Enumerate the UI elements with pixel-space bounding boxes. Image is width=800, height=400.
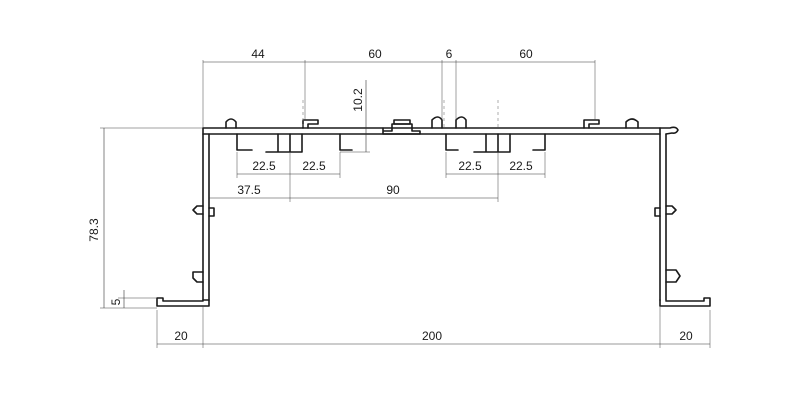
dim-5: 5 xyxy=(109,298,123,305)
dim-22-5-left-b: 22.5 xyxy=(302,159,326,173)
dim-90: 90 xyxy=(386,183,400,197)
center-bolt-head xyxy=(393,119,411,125)
right-wall-tab xyxy=(654,207,661,217)
clip-center-r xyxy=(455,116,467,129)
top-dimensions: 44 60 6 60 xyxy=(202,47,596,128)
offset-dimensions: 37.5 90 xyxy=(209,178,499,202)
right-wall-hook xyxy=(665,205,677,215)
rib-right-2 xyxy=(473,133,511,153)
left-foot xyxy=(156,297,210,307)
dim-60-right: 60 xyxy=(519,47,533,61)
right-lip xyxy=(659,126,679,135)
dim-37-5: 37.5 xyxy=(237,183,261,197)
right-wall-clip xyxy=(665,269,681,283)
left-wall-tab xyxy=(208,207,215,217)
dim-22-5-left-a: 22.5 xyxy=(252,159,276,173)
bottom-dimensions: 20 200 20 xyxy=(156,306,711,348)
centre-lines xyxy=(302,100,499,128)
dim-22-5-right-a: 22.5 xyxy=(458,159,482,173)
top-deck xyxy=(202,127,661,135)
left-wall-hook xyxy=(192,205,204,215)
clip-center-l xyxy=(431,116,443,129)
rib-right-1 xyxy=(445,133,459,151)
rib-left-3 xyxy=(339,133,353,151)
dim-60-left: 60 xyxy=(368,47,382,61)
aluminium-profile xyxy=(156,116,711,307)
rib-spacing-dimensions: 22.5 22.5 22.5 22.5 xyxy=(236,152,546,178)
dim-10-2: 10.2 xyxy=(351,88,365,112)
left-wall-clip xyxy=(192,271,204,283)
right-foot xyxy=(659,297,711,307)
rib-left-2 xyxy=(265,133,303,153)
height-dimensions: 78.3 5 xyxy=(87,127,203,309)
rib-right-3 xyxy=(532,133,546,151)
clip-right-1 xyxy=(583,119,600,129)
dim-200: 200 xyxy=(422,329,442,343)
clip-right-2 xyxy=(625,118,639,129)
clip-left-1 xyxy=(225,118,237,129)
center-bolt xyxy=(382,123,421,135)
dim-10-2-group: 10.2 xyxy=(340,80,370,153)
right-wall xyxy=(659,127,667,301)
dim-20-left: 20 xyxy=(174,329,188,343)
rib-left-1 xyxy=(236,133,253,151)
clip-left-2 xyxy=(302,119,319,129)
dim-20-right: 20 xyxy=(679,329,693,343)
left-wall xyxy=(202,127,210,301)
dim-22-5-right-b: 22.5 xyxy=(509,159,533,173)
dim-78-3: 78.3 xyxy=(87,218,101,242)
dim-44: 44 xyxy=(251,47,265,61)
dim-6: 6 xyxy=(446,47,453,61)
